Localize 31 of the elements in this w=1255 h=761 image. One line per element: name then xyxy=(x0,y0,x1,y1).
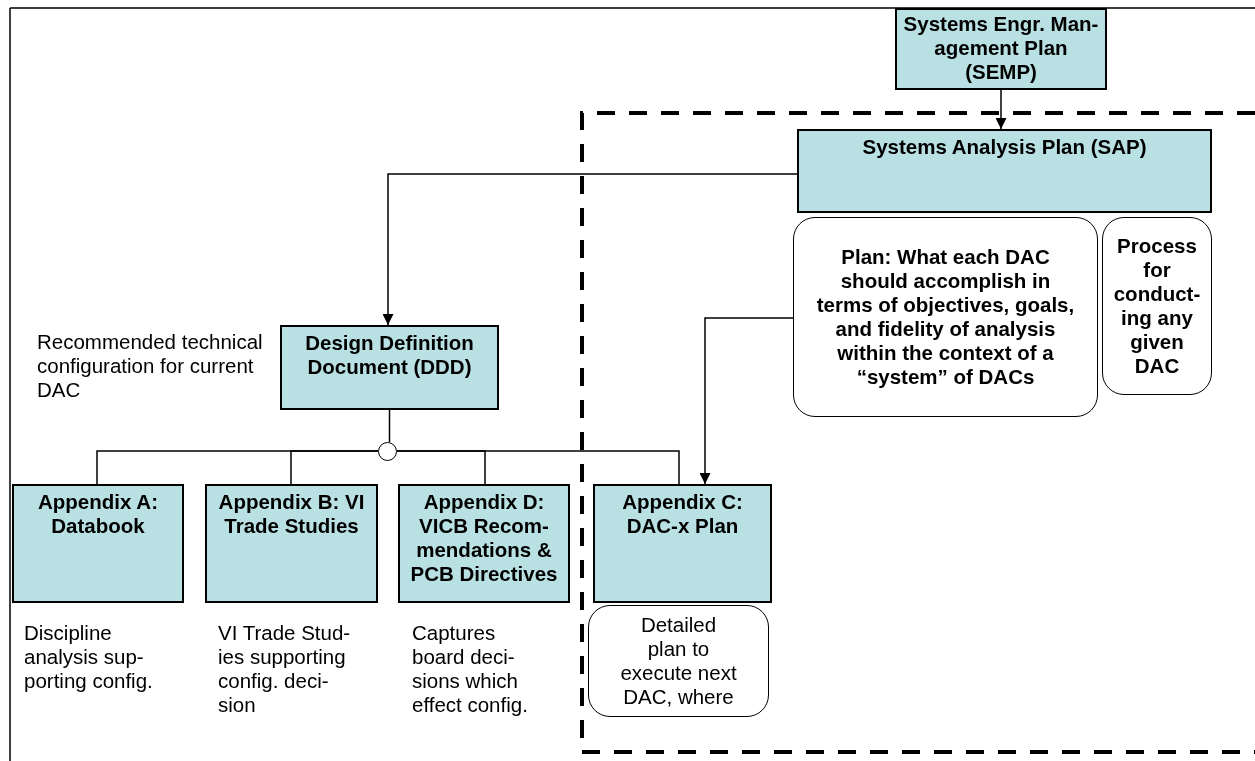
caption-text: Discipline analysis sup-porting config. xyxy=(24,621,154,693)
junction-circle xyxy=(378,442,397,461)
box-text: Appendix A: Databook xyxy=(37,490,159,538)
connector-line xyxy=(396,450,680,485)
box-text: Appendix D: VICB Recom-mendations & PCB Directives xyxy=(409,490,559,586)
document-box xyxy=(280,325,499,410)
box-text: Systems Engr. Man-agement Plan (SEMP) xyxy=(902,12,1100,84)
connector-line xyxy=(388,409,391,443)
box-text: Process for conduct-ing any given DAC xyxy=(1112,234,1202,378)
box-text: Appendix C: DAC-x Plan xyxy=(621,490,744,538)
plan-box xyxy=(895,8,1107,90)
appendix-box xyxy=(593,484,772,603)
connector-line xyxy=(290,450,379,485)
box-text: Systems Analysis Plan (SAP) xyxy=(862,135,1147,159)
box-text: Appendix B: VI Trade Studies xyxy=(217,490,366,538)
arrow xyxy=(382,173,798,326)
appendix-box xyxy=(398,484,570,603)
box-text: Plan: What each DAC should accomplish in terms of objectives, goals, and fidelity of analysis within the context of a “system” of DACs xyxy=(816,245,1075,389)
plan-box xyxy=(797,129,1212,213)
caption-text: Recommended technical configuration for current DAC xyxy=(37,330,264,402)
arrow xyxy=(699,317,794,485)
caption-text: VI Trade Stud-ies supporting config. deci-sion xyxy=(218,621,352,717)
box-text: Design Definition Document (DDD) xyxy=(304,331,475,379)
appendix-box xyxy=(12,484,184,603)
appendix-box xyxy=(205,484,378,603)
description-box xyxy=(588,605,769,717)
description-box xyxy=(793,217,1098,417)
caption-text: Captures board deci-sions which effect config. xyxy=(412,621,529,717)
description-box xyxy=(1102,217,1212,395)
box-text: Detailed plan to execute next DAC, where xyxy=(619,613,738,709)
arrow xyxy=(995,89,1007,130)
